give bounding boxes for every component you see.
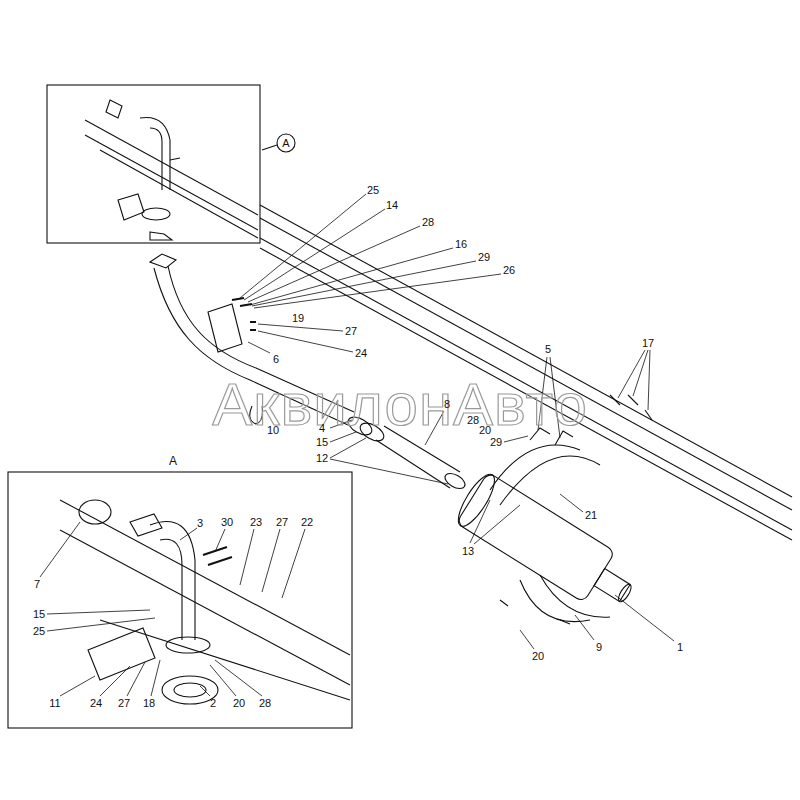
callout-number: 20 bbox=[479, 425, 491, 436]
callout-number: 27 bbox=[276, 517, 288, 528]
callout-number: 25 bbox=[367, 185, 379, 196]
callout-number: 18 bbox=[143, 698, 155, 709]
callout-number: 10 bbox=[267, 425, 279, 436]
frame-rail bbox=[260, 205, 792, 540]
callout-number: 28 bbox=[422, 217, 434, 228]
callout-number: 24 bbox=[90, 698, 102, 709]
callout-number: 3 bbox=[197, 518, 203, 529]
callout-number: 23 bbox=[250, 517, 262, 528]
callout-number: 29 bbox=[490, 437, 502, 448]
callout-number: 29 bbox=[478, 252, 490, 263]
callout-number: 8 bbox=[444, 399, 450, 410]
callout-number: 28 bbox=[259, 698, 271, 709]
callout-number: 19 bbox=[292, 313, 304, 324]
callout-number: 11 bbox=[49, 698, 60, 709]
callout-number: 26 bbox=[503, 265, 515, 276]
leader-lines bbox=[40, 194, 674, 696]
callout-number: 22 bbox=[301, 517, 313, 528]
view-label: А bbox=[282, 138, 289, 149]
callout-number: 17 bbox=[642, 338, 654, 349]
callout-number: 15 bbox=[33, 609, 45, 620]
callout-number: 12 bbox=[316, 453, 328, 464]
callout-number: 30 bbox=[221, 517, 233, 528]
callout-number: 5 bbox=[545, 344, 551, 355]
inset-frame bbox=[8, 472, 352, 728]
inset-sketch bbox=[85, 100, 258, 240]
inset-frame bbox=[47, 85, 260, 243]
muffler bbox=[452, 470, 644, 621]
callout-number: 20 bbox=[532, 651, 544, 662]
callout-number: 2 bbox=[210, 698, 216, 709]
callout-number: 20 bbox=[233, 698, 245, 709]
callout-number: 24 bbox=[355, 348, 367, 359]
callout-number: 13 bbox=[462, 546, 474, 557]
callout-number: 27 bbox=[118, 698, 130, 709]
inset-sketch bbox=[60, 500, 350, 704]
callout-number: 4 bbox=[319, 423, 325, 434]
callout-number: 7 bbox=[34, 579, 40, 590]
callout-number: 9 bbox=[596, 642, 602, 653]
callout-number: 27 bbox=[345, 326, 357, 337]
callout-number: 16 bbox=[455, 239, 467, 250]
exhaust-pipe bbox=[150, 254, 468, 492]
callout-number: 21 bbox=[585, 510, 597, 521]
callout-number: 14 bbox=[386, 200, 398, 211]
callout-number: 15 bbox=[316, 437, 328, 448]
callout-number: 25 bbox=[33, 626, 45, 637]
callout-number: 28 bbox=[467, 415, 479, 426]
view-label: А bbox=[169, 455, 177, 467]
view-callout bbox=[277, 134, 295, 152]
callout-number: 1 bbox=[677, 642, 683, 653]
bolts bbox=[232, 298, 256, 330]
callout-number: 6 bbox=[273, 354, 279, 365]
